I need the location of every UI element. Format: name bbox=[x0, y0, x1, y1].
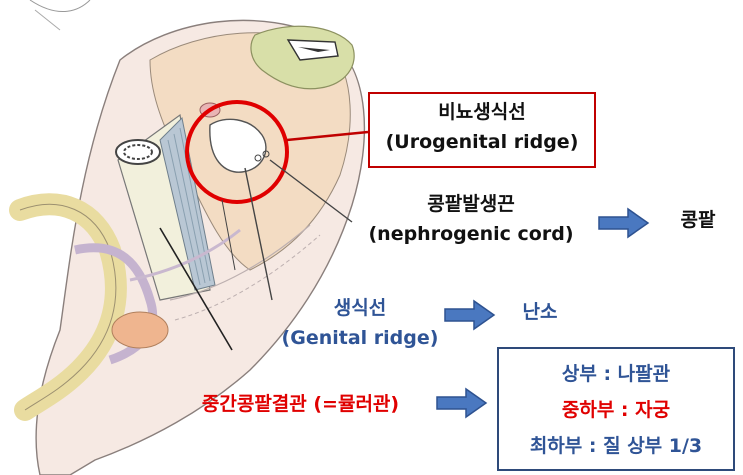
mesonephric-duct-label: 중간콩팥결관 (=뮬러관) bbox=[201, 393, 400, 415]
right-arrow-icon bbox=[598, 207, 650, 239]
urogenital-ridge-label-ko: 비뇨생식선 bbox=[438, 101, 526, 123]
urogenital-ridge-label-en: (Urogenital ridge) bbox=[385, 131, 579, 153]
connector-urogenital bbox=[286, 130, 369, 142]
kidney-label: 콩팥 bbox=[680, 209, 716, 231]
leader-mesonephric bbox=[159, 227, 233, 351]
derivative-lowest: 최하부 : 질 상부 1/3 bbox=[529, 435, 703, 457]
leader-nephrogenic bbox=[269, 159, 353, 223]
leader-genital bbox=[244, 167, 273, 301]
urogenital-ridge-box bbox=[368, 92, 596, 168]
right-arrow-icon bbox=[436, 387, 488, 419]
derivative-middle-lower: 중하부 : 자궁 bbox=[561, 399, 671, 421]
urogenital-ridge-bulge bbox=[209, 118, 267, 173]
nephrogenic-cord-label-en: (nephrogenic cord) bbox=[368, 223, 574, 245]
genital-ridge-label-ko: 생식선 bbox=[333, 297, 387, 319]
ovary-label: 난소 bbox=[522, 301, 558, 323]
nephrogenic-cord-label-ko: 콩팥발생끈 bbox=[427, 193, 515, 215]
genital-ridge-label-en: (Genital ridge) bbox=[281, 327, 439, 349]
right-arrow-icon bbox=[444, 299, 496, 331]
organ-bottom bbox=[111, 311, 169, 349]
derivatives-box bbox=[497, 347, 735, 471]
derivative-upper: 상부 : 나팔관 bbox=[561, 363, 671, 385]
red-circle-highlight bbox=[185, 100, 289, 204]
